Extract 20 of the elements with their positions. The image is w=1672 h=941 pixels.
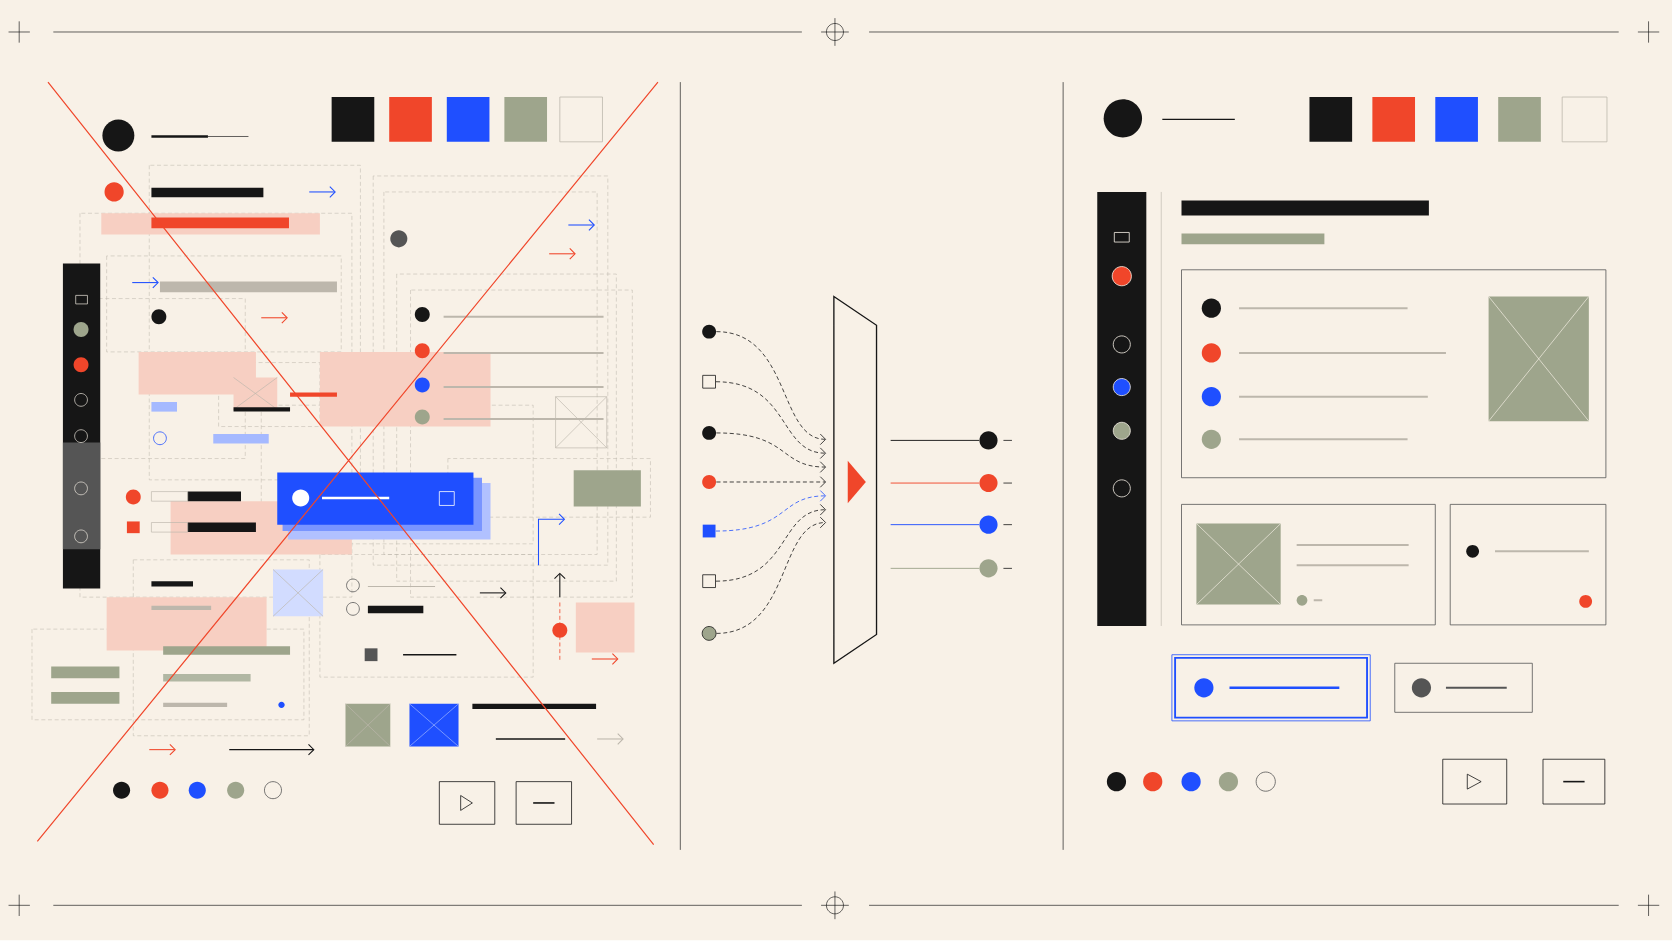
arrow — [715, 381, 826, 460]
arrow — [715, 490, 826, 532]
connector-line — [890, 524, 980, 526]
arrow — [715, 432, 826, 474]
dot — [979, 515, 998, 534]
arrow — [715, 476, 826, 488]
connector-line — [890, 440, 980, 442]
connector-line — [890, 568, 980, 570]
dot — [979, 431, 998, 450]
dot — [702, 475, 717, 490]
dot — [979, 474, 998, 493]
connector-line — [890, 482, 980, 484]
dot — [979, 559, 998, 578]
arrow — [716, 517, 826, 635]
dot — [702, 426, 717, 441]
arrow — [715, 504, 826, 582]
dot — [702, 324, 717, 339]
square-marker — [702, 574, 716, 589]
arrow — [715, 331, 826, 446]
square-marker — [702, 375, 716, 389]
